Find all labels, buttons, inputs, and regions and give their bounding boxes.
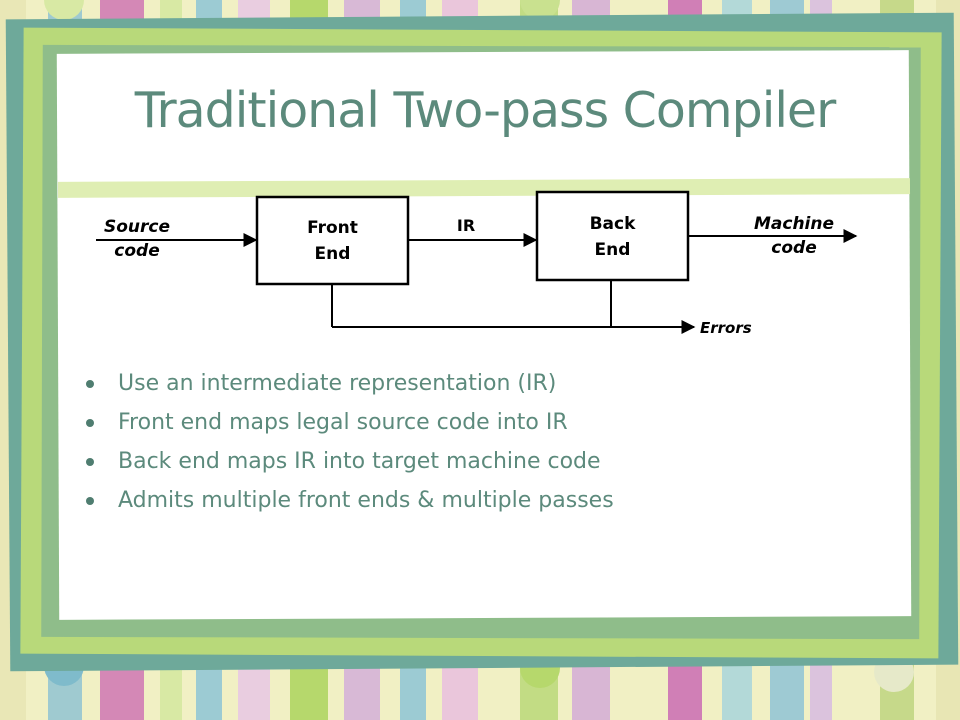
bullet-list: Use an intermediate representation (IR) …: [84, 366, 614, 522]
machine-code-label: Machine code: [742, 212, 846, 260]
bullet-text: Back end maps IR into target machine cod…: [118, 449, 601, 474]
back-end-line1: Back: [589, 214, 636, 234]
bullet-dot-icon: [86, 497, 94, 505]
bullet-item: Back end maps IR into target machine cod…: [84, 444, 614, 483]
bullet-dot-icon: [86, 419, 94, 427]
bullet-text: Admits multiple front ends & multiple pa…: [118, 488, 614, 513]
slide-title: Traditional Two-pass Compiler: [134, 82, 836, 139]
source-label-line1: Source: [103, 217, 171, 237]
bullet-item: Front end maps legal source code into IR: [84, 405, 614, 444]
back-end-label: Back End: [537, 211, 688, 263]
bullet-text: Use an intermediate representation (IR): [118, 371, 557, 396]
front-end-line2: End: [314, 244, 351, 264]
ir-label: IR: [456, 216, 476, 235]
machine-label-line1: Machine: [753, 214, 835, 234]
front-end-label: Front End: [257, 215, 408, 267]
source-label-line2: code: [114, 241, 160, 261]
front-end-line1: Front: [307, 218, 358, 238]
bullet-dot-icon: [86, 458, 94, 466]
bullet-item: Admits multiple front ends & multiple pa…: [84, 483, 614, 522]
back-end-line2: End: [594, 240, 631, 260]
bullet-dot-icon: [86, 380, 94, 388]
source-code-label: Source code: [92, 215, 182, 263]
machine-label-line2: code: [771, 238, 817, 258]
bullet-text: Front end maps legal source code into IR: [118, 410, 568, 435]
bullet-item: Use an intermediate representation (IR): [84, 366, 614, 405]
errors-label: Errors: [700, 319, 752, 337]
back-end-box: [535, 190, 690, 282]
